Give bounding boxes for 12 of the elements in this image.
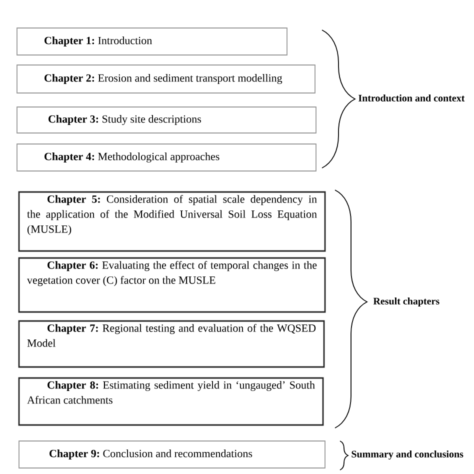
chapter-box: Chapter 8: Estimating sediment yield in ‘ungauged’ South African catchments [18, 377, 324, 426]
chapter-box: Chapter 1: Introduction [16, 28, 288, 56]
chapter-box: Chapter 7: Regional testing and evaluation of the WQSED Model [18, 320, 325, 368]
brace-label: Summary and conclusions [352, 450, 464, 460]
chapter-box: Chapter 9: Conclusion and recommendations [18, 440, 326, 468]
chapter-box: Chapter 3: Study site descriptions [16, 106, 316, 134]
chapter-box: Chapter 2: Erosion and sediment transport modelling [16, 64, 316, 94]
brace-label: Result chapters [373, 297, 440, 307]
chapter-box: Chapter 6: Evaluating the effect of temporal changes in the vegetation cover (C) factor on the MUSLE [18, 257, 326, 313]
brace-label: Introduction and context [358, 94, 465, 102]
chapter-box: Chapter 4: Methodological approaches [16, 144, 316, 172]
chapter-box: Chapter 5: Consideration of spatial scale dependency in the application of the Modified Universal Soil Loss Equation (MUSLE) [18, 191, 326, 252]
